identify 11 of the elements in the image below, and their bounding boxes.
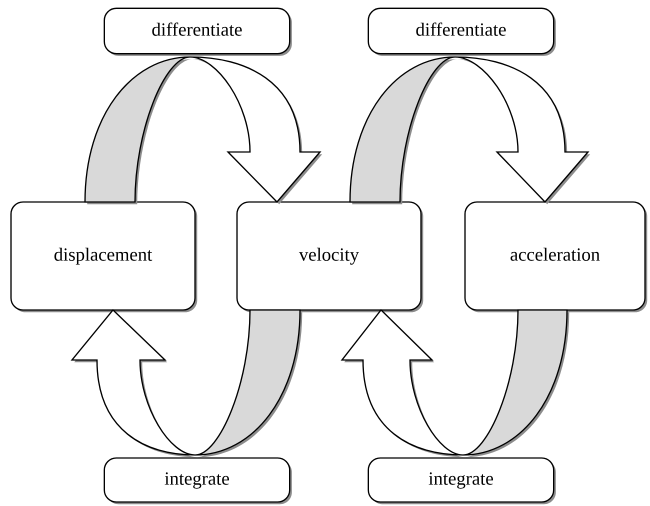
quantity-box: velocity — [236, 201, 424, 312]
quantity-box: displacement — [10, 201, 198, 312]
ribbon-arrow — [349, 56, 590, 204]
label-box: integrate — [368, 457, 556, 504]
label-box: differentiate — [104, 8, 292, 56]
ribbon-arrow — [341, 309, 570, 458]
ribbon-arrow — [71, 309, 302, 458]
label-box: integrate — [104, 457, 292, 504]
label-box: differentiate — [368, 8, 556, 56]
quantity-box: acceleration — [464, 201, 648, 312]
ribbon-arrow — [84, 56, 322, 204]
